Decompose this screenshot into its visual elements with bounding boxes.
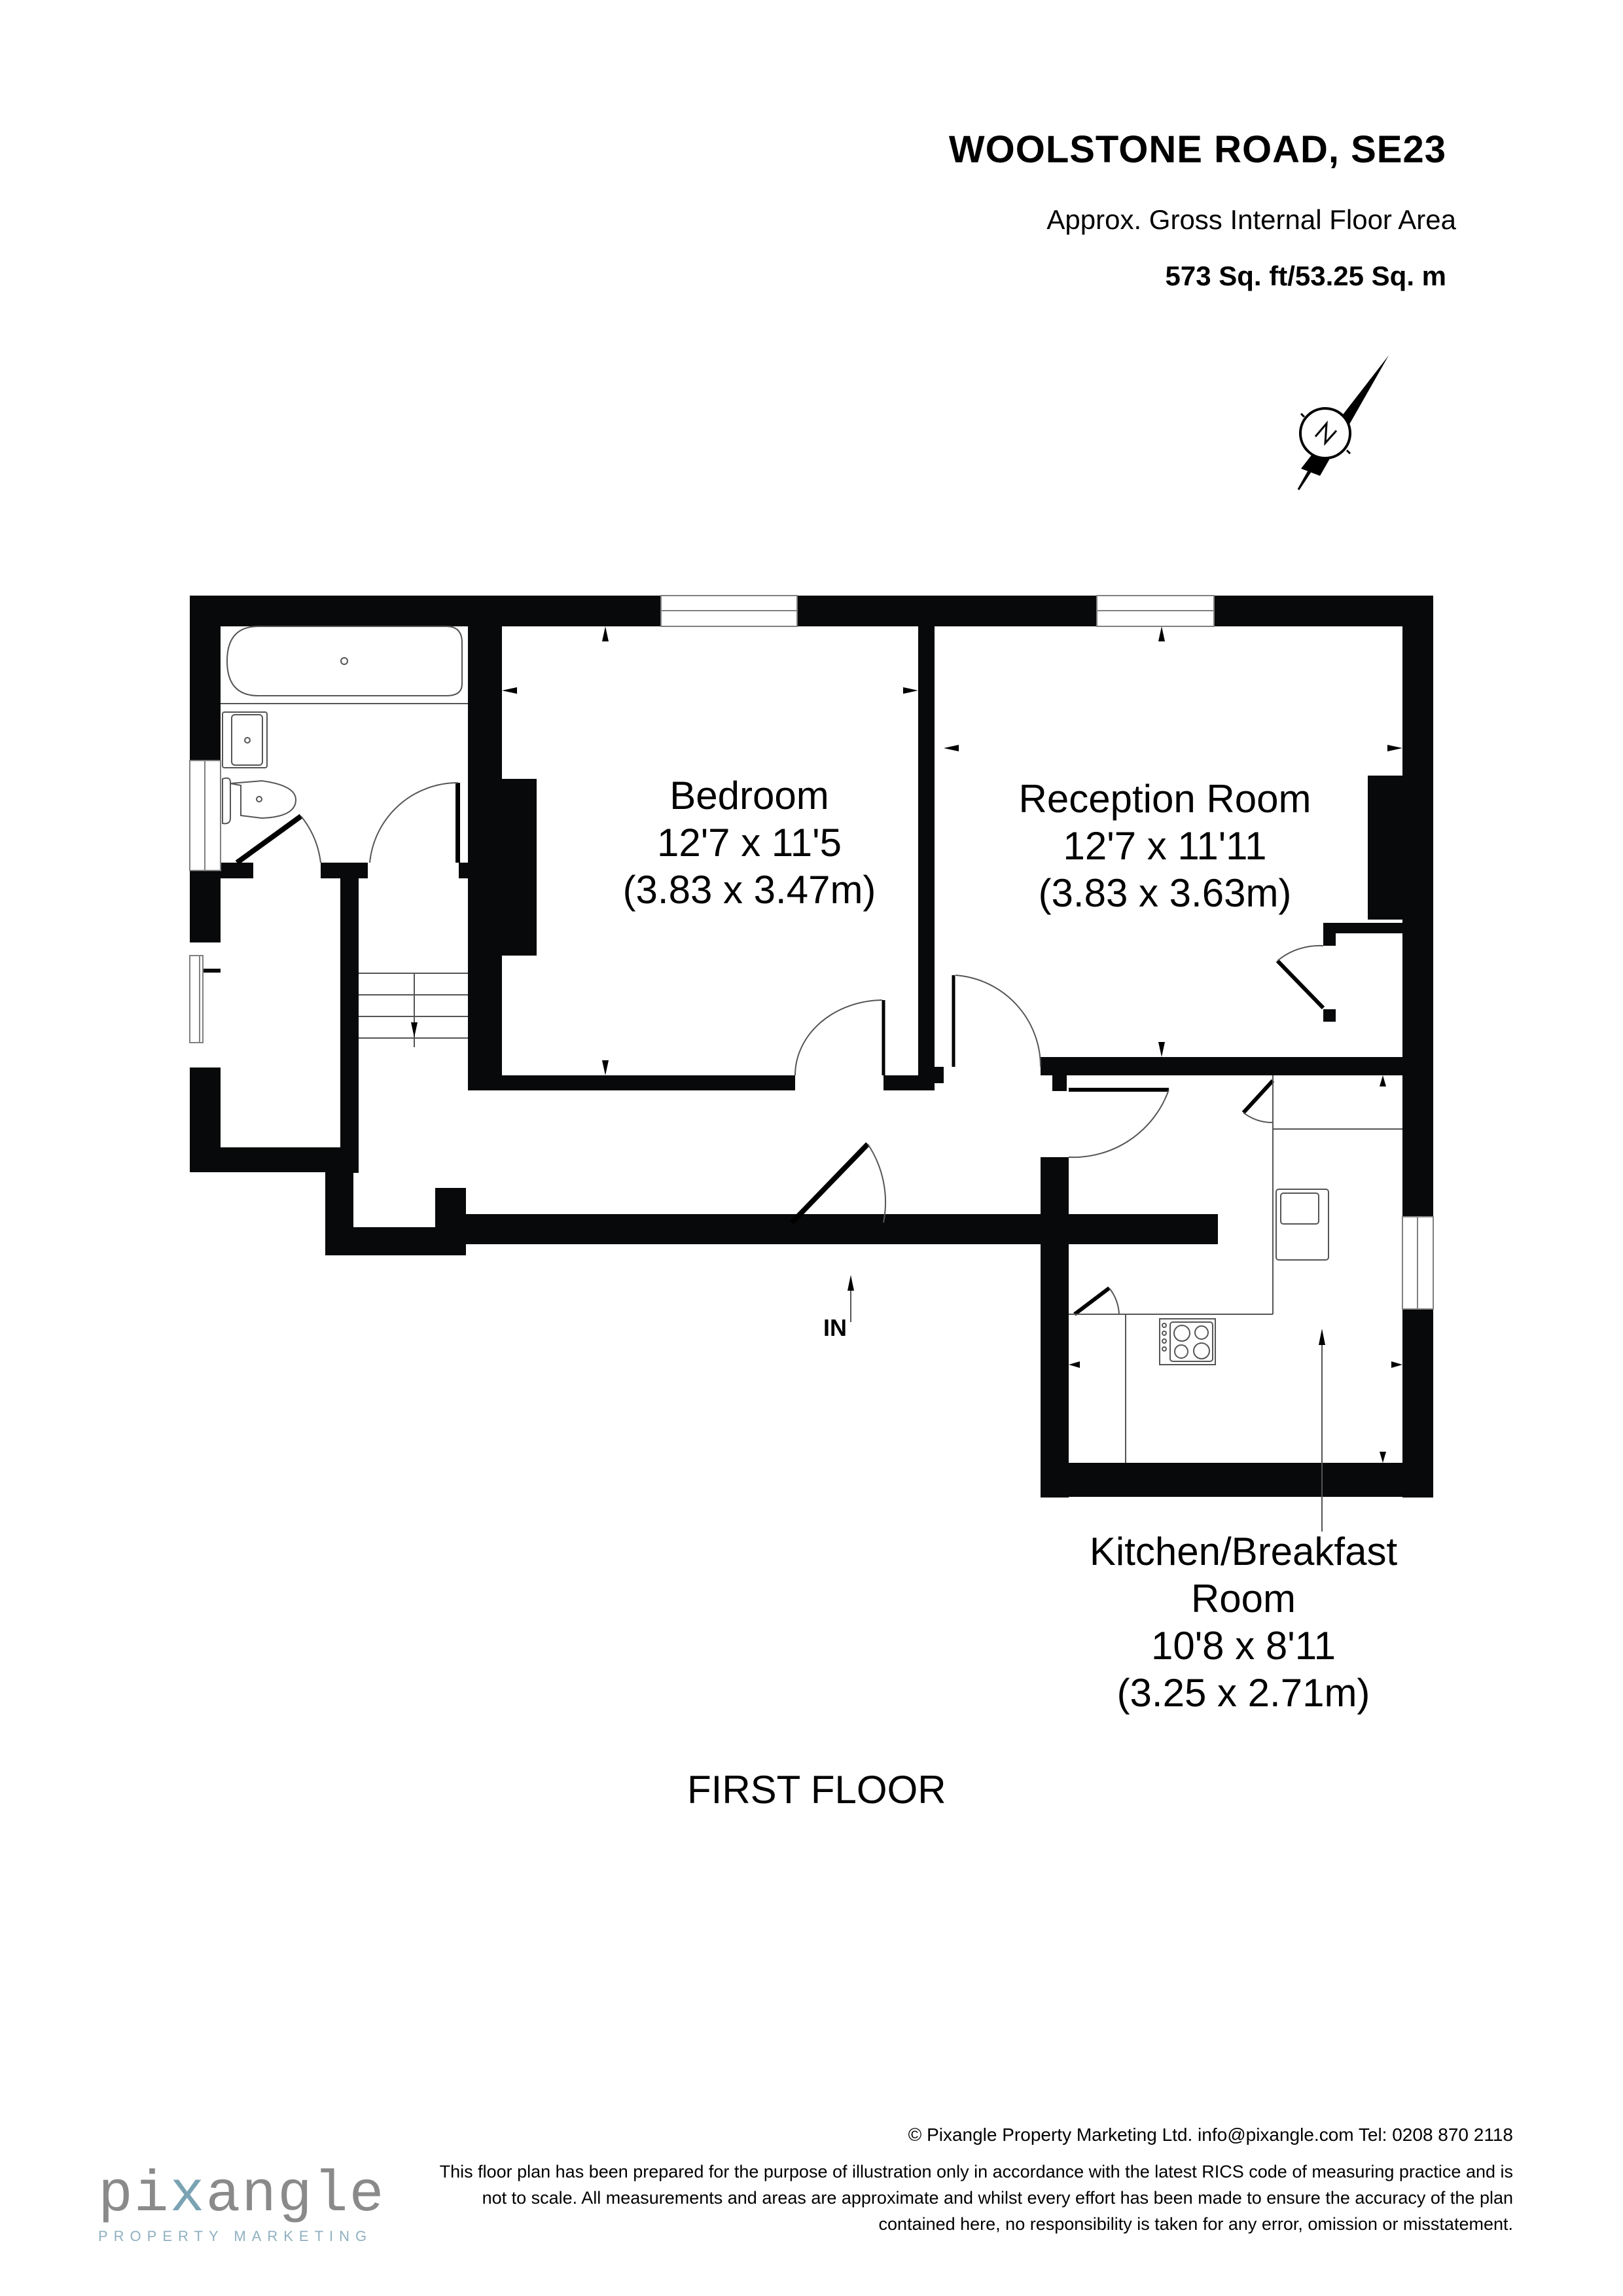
logo-part: angle xyxy=(205,2163,385,2228)
disclaimer-line: This floor plan has been prepared for th… xyxy=(439,2162,1513,2181)
entrance-arrow-icon xyxy=(847,1275,854,1322)
room-size-metric: (3.83 x 3.63m) xyxy=(1038,871,1292,915)
room-kitchen: Kitchen/Breakfast Room 10'8 x 8'11 (3.25… xyxy=(1047,1528,1440,1717)
doors xyxy=(235,781,1325,1316)
pixangle-logo: pixangle PROPERTY MARKETING xyxy=(98,2166,385,2245)
bathroom-fixtures xyxy=(221,626,468,825)
floor-label: FIRST FLOOR xyxy=(687,1768,946,1812)
room-size-metric: (3.83 x 3.47m) xyxy=(622,868,876,912)
disclaimer-line: contained here, no responsibility is tak… xyxy=(878,2214,1513,2234)
room-reception: Reception Room 12'7 x 11'11 (3.83 x 3.63… xyxy=(969,776,1361,917)
room-size-imperial: 12'7 x 11'5 xyxy=(656,821,842,865)
area-caption: Approx. Gross Internal Floor Area xyxy=(1046,204,1456,235)
room-name: Reception Room xyxy=(1018,777,1311,821)
room-size-metric: (3.25 x 2.71m) xyxy=(1116,1671,1370,1715)
walls xyxy=(190,596,1433,1498)
windows xyxy=(189,595,1434,1310)
floor-area-value: 573 Sq. ft/53.25 Sq. m xyxy=(1165,260,1446,291)
logo-part: pi xyxy=(98,2163,170,2228)
stairs-icon xyxy=(359,973,468,1047)
room-size-imperial: 10'8 x 8'11 xyxy=(1150,1624,1336,1668)
copyright-line: © Pixangle Property Marketing Ltd. info@… xyxy=(908,2125,1513,2145)
room-name: Kitchen/Breakfast xyxy=(1089,1530,1398,1573)
disclaimer: This floor plan has been prepared for th… xyxy=(335,2159,1513,2237)
logo-x: x xyxy=(169,2163,206,2228)
logo-tagline: PROPERTY MARKETING xyxy=(98,2228,373,2244)
room-name-cont: Room xyxy=(1190,1577,1296,1621)
disclaimer-line: not to scale. All measurements and areas… xyxy=(482,2188,1513,2208)
room-name: Bedroom xyxy=(669,774,829,817)
toilet-icon xyxy=(222,777,231,825)
dimension-markers xyxy=(502,626,1402,1463)
logo-wordmark: pixangle xyxy=(98,2166,385,2225)
north-arrow-icon xyxy=(1297,355,1389,490)
property-title: WOOLSTONE ROAD, SE23 xyxy=(948,128,1446,171)
room-size-imperial: 12'7 x 11'11 xyxy=(1063,824,1267,868)
room-bedroom: Bedroom 12'7 x 11'5 (3.83 x 3.47m) xyxy=(602,772,897,914)
entrance-label: IN xyxy=(823,1314,847,1341)
kitchen-fixtures xyxy=(1069,1075,1402,1463)
